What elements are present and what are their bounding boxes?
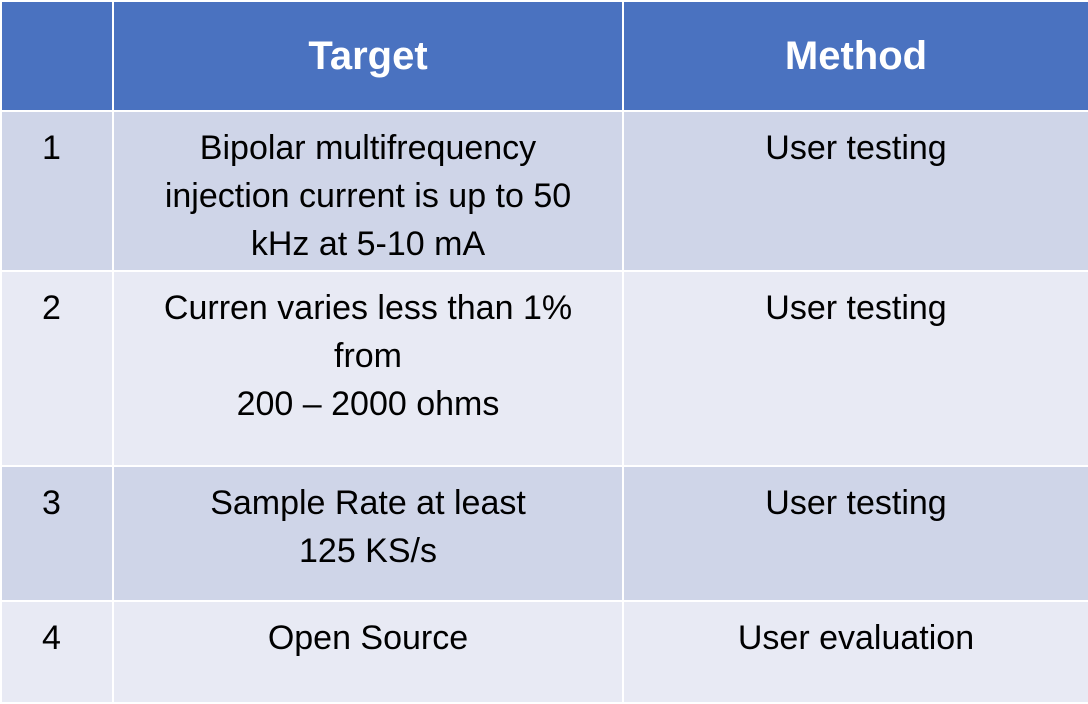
target-text-line: Open Source — [267, 619, 469, 657]
target-cell: Bipolar multifrequency injection current… — [112, 110, 624, 272]
header-row: Target Method — [0, 0, 1088, 112]
table-row: 4 Open Source User evaluation — [0, 600, 1088, 704]
target-text-line: Sample Rate at least — [210, 484, 526, 522]
target-text-line: Bipolar multifrequency — [199, 129, 537, 167]
target-cell: Sample Rate at least 125 KS/s — [112, 465, 624, 602]
method-cell: User testing — [622, 465, 1088, 602]
target-text-line: from — [334, 337, 402, 375]
target-text-line: 200 – 2000 ohms — [236, 385, 500, 423]
target-text-line: injection current is up to 50 — [164, 177, 572, 215]
header-cell-number — [0, 0, 114, 112]
row-number: 3 — [0, 465, 114, 602]
header-cell-method: Method — [622, 0, 1088, 112]
row-number: 4 — [0, 600, 114, 704]
header-cell-target: Target — [112, 0, 624, 112]
target-cell: Open Source — [112, 600, 624, 704]
method-cell: User testing — [622, 270, 1088, 467]
target-text-line: 125 KS/s — [299, 532, 437, 570]
table-row: 2 Curren varies less than 1% from 200 – … — [0, 270, 1088, 467]
target-text-line: kHz at 5-10 mA — [250, 225, 486, 263]
method-cell: User evaluation — [622, 600, 1088, 704]
row-number: 1 — [0, 110, 114, 272]
table-row: 1 Bipolar multifrequency injection curre… — [0, 110, 1088, 272]
target-text-line: Curren varies less than 1% — [163, 289, 573, 327]
target-cell: Curren varies less than 1% from 200 – 20… — [112, 270, 624, 467]
table-row: 3 Sample Rate at least 125 KS/s User tes… — [0, 465, 1088, 602]
row-number: 2 — [0, 270, 114, 467]
method-cell: User testing — [622, 110, 1088, 272]
